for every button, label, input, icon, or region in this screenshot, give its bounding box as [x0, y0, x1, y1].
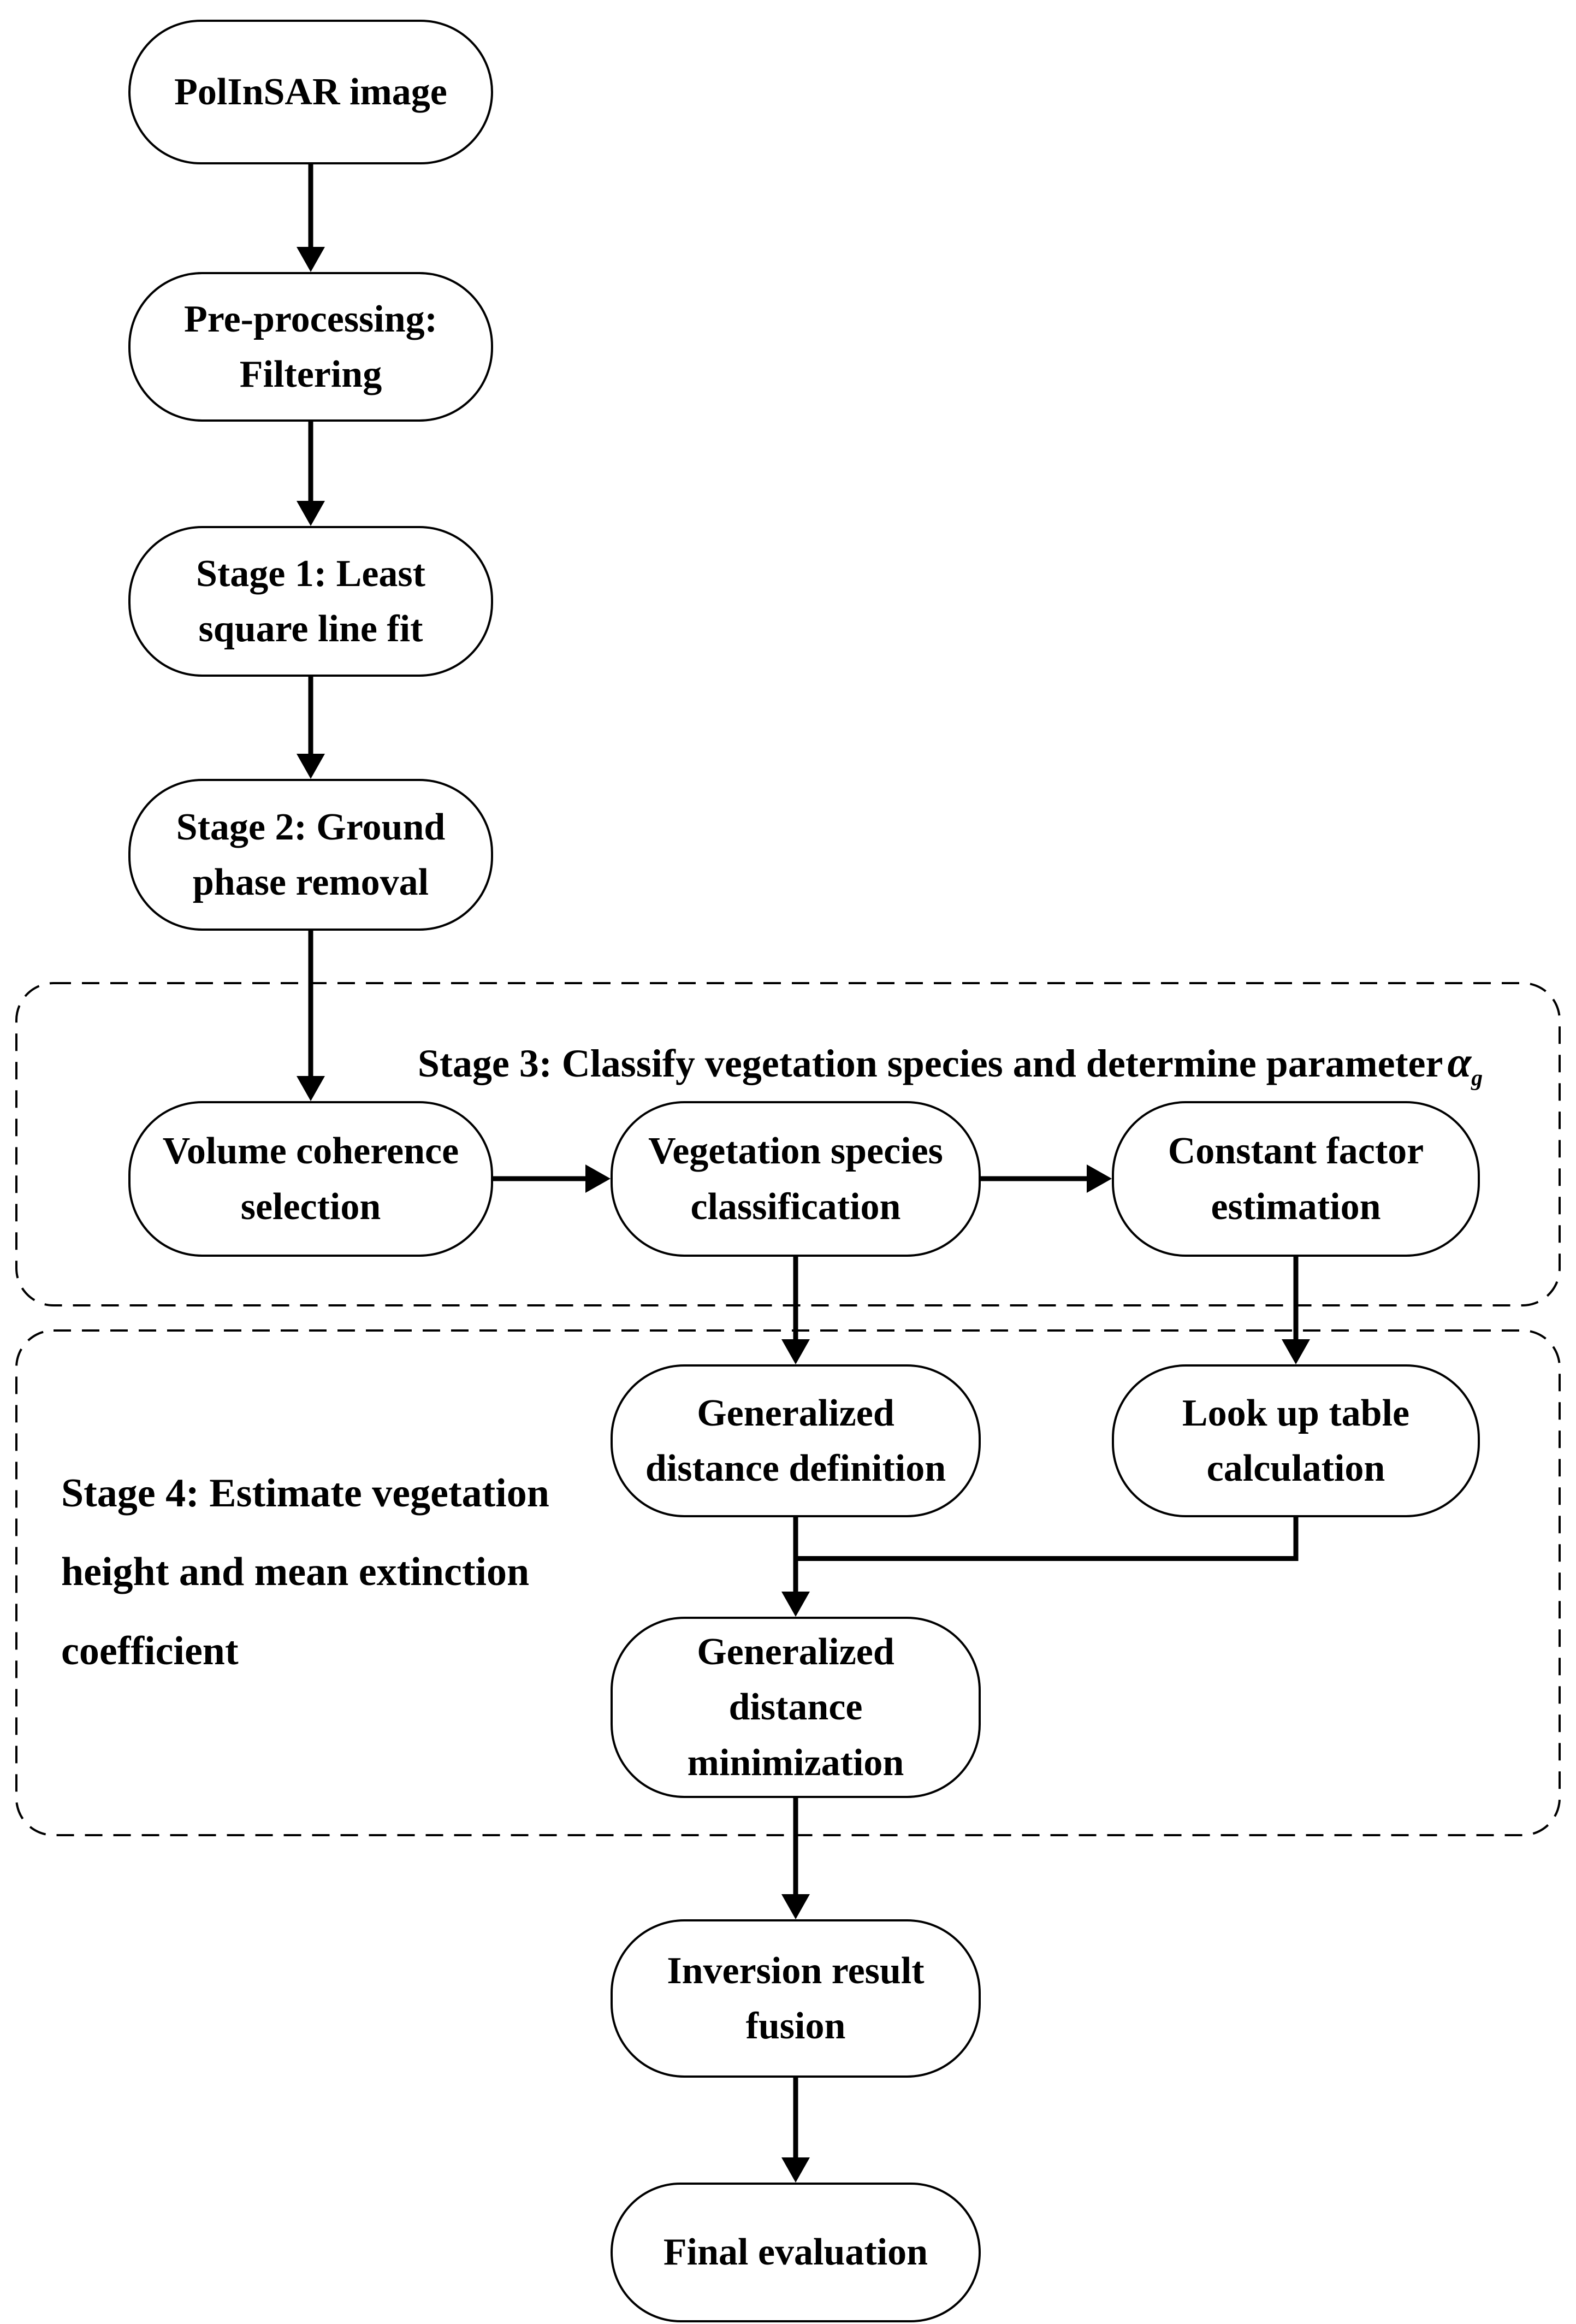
alpha-subscript-g: g: [1471, 1065, 1483, 1091]
arrowhead-definition-to-minimization: [781, 1592, 810, 1617]
arrowhead-vegetation-to-distance-definition: [781, 1339, 810, 1364]
node-stage1-least-square-line-fit: Stage 1: Least square line fit: [128, 526, 493, 677]
arrowhead-constant-to-lookup: [1282, 1339, 1310, 1364]
node-volume-coherence-selection: Volume coherence selection: [128, 1101, 493, 1257]
arrowhead-stage2-to-volume-coherence: [297, 1076, 325, 1101]
stage3-title: Stage 3: Classify vegetation species and…: [339, 1038, 1562, 1091]
arrowhead-stage1-to-stage2: [297, 754, 325, 779]
stage4-label: Stage 4: Estimate vegetation height and …: [61, 1471, 549, 1673]
arrowhead-vegetation-to-constant: [1087, 1164, 1112, 1193]
node-vegetation-species-classification: Vegetation species classification: [611, 1101, 981, 1257]
stage3-title-text: Stage 3: Classify vegetation species and…: [417, 1042, 1443, 1085]
node-preprocessing-filtering: Pre-processing: Filtering: [128, 272, 493, 422]
alpha-symbol: α: [1447, 1038, 1472, 1086]
arrowhead-volume-to-vegetation: [585, 1164, 611, 1193]
arrowhead-minimization-to-fusion: [781, 1894, 810, 1919]
node-lookup-table-calculation: Look up table calculation: [1112, 1364, 1480, 1517]
node-inversion-result-fusion: Inversion result fusion: [611, 1919, 981, 2078]
node-generalized-distance-definition: Generalized distance definition: [611, 1364, 981, 1517]
arrowhead-polinsar-to-preprocessing: [297, 247, 325, 272]
node-stage2-ground-phase-removal: Stage 2: Ground phase removal: [128, 779, 493, 931]
node-final-evaluation: Final evaluation: [611, 2183, 981, 2322]
connector-lookup-merge: [793, 1517, 1299, 1561]
node-polinsar-image: PolInSAR image: [128, 20, 493, 164]
stage4-dashed-boundary: [15, 1329, 1561, 1836]
arrowhead-fusion-to-final: [781, 2157, 810, 2183]
arrowhead-preprocessing-to-stage1: [297, 501, 325, 526]
node-generalized-distance-minimization: Generalized distance minimization: [611, 1617, 981, 1798]
node-constant-factor-estimation: Constant factor estimation: [1112, 1101, 1480, 1257]
stage3-dashed-boundary: [15, 982, 1561, 1306]
